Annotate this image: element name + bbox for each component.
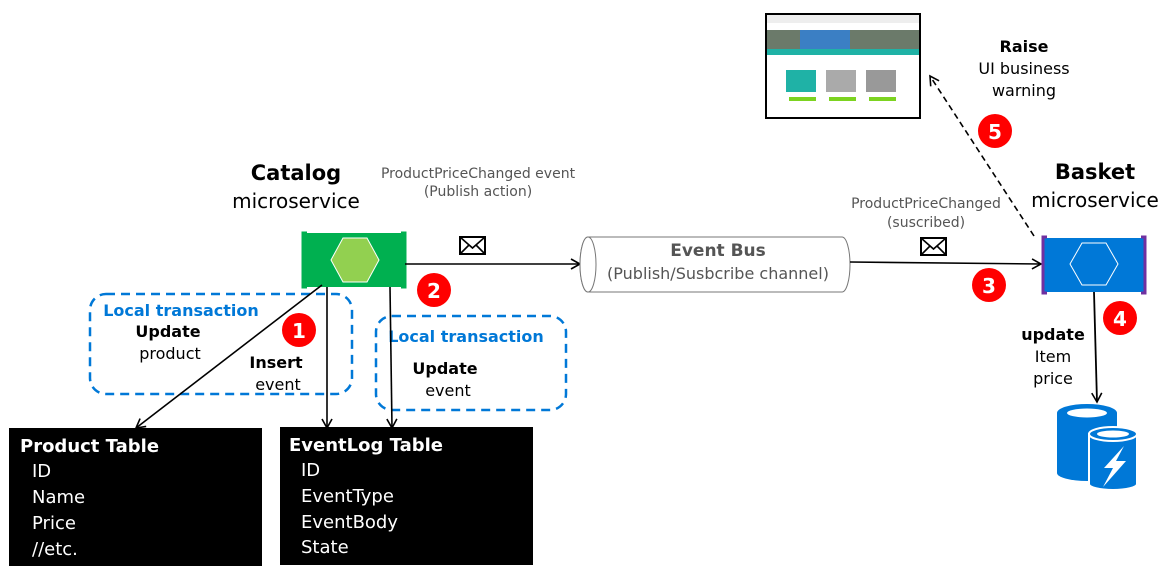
update-product-object: product	[139, 344, 201, 363]
eventlog-table: EventLog Table ID EventType EventBody St…	[280, 427, 533, 565]
publish-action-label: (Publish action)	[424, 184, 532, 200]
product-table: Product Table ID Name Price //etc.	[9, 428, 262, 566]
eventlog-table-field: ID	[301, 460, 320, 481]
basket-update-line2: Item	[1035, 347, 1071, 366]
update-product-action: Update	[135, 322, 200, 341]
svg-text:5: 5	[988, 120, 1002, 144]
subscribe-event-label: ProductPriceChanged	[851, 196, 1001, 212]
local-transaction-box	[374, 314, 568, 412]
basket-update-action: update	[1021, 325, 1085, 344]
catalog-subtitle: microservice	[232, 189, 360, 213]
basket-title: Basket	[1055, 160, 1135, 184]
eventlog-table-field: EventType	[301, 486, 394, 507]
step-badge-2: 2	[417, 273, 451, 307]
step-badge-3: 3	[972, 268, 1006, 302]
event-bus-cylinder	[579, 236, 851, 293]
storefront-screenshot	[765, 13, 921, 119]
subscribe-arrow	[849, 258, 1043, 270]
product-table-field: ID	[32, 461, 51, 482]
event-bus-title: Event Bus	[670, 241, 766, 261]
svg-text:3: 3	[982, 274, 996, 298]
redis-cache-database-icon	[1057, 404, 1138, 491]
local-transaction-title: Local transaction	[388, 327, 544, 346]
update-event-action: Update	[412, 359, 477, 378]
product-table-title: Product Table	[20, 436, 159, 457]
local-transaction-box	[88, 292, 354, 396]
product-table-field: //etc.	[32, 539, 78, 560]
eventlog-table-field: EventBody	[301, 512, 398, 533]
basket-subtitle: microservice	[1031, 188, 1159, 212]
basket-microservice-icon	[1041, 235, 1147, 295]
product-table-field: Price	[32, 513, 76, 534]
insert-event-action: Insert	[249, 353, 303, 372]
step-badge-5: 5	[978, 114, 1012, 148]
svg-text:1: 1	[292, 319, 306, 343]
envelope-icon	[920, 237, 947, 256]
svg-text:2: 2	[427, 279, 441, 303]
update-price-arrow	[1091, 291, 1103, 404]
step-badge-4: 4	[1103, 301, 1137, 335]
svg-text:4: 4	[1113, 307, 1127, 331]
catalog-microservice-icon	[301, 231, 407, 289]
raise-label: Raise	[1000, 37, 1049, 56]
update-product-arrow	[134, 284, 323, 430]
basket-update-line3: price	[1033, 369, 1073, 388]
insert-event-object: event	[255, 375, 301, 394]
raise-line3: warning	[992, 81, 1056, 100]
update-event-arrow	[386, 286, 398, 430]
warning-arrow	[929, 74, 1035, 237]
catalog-title: Catalog	[251, 161, 341, 185]
raise-line2: UI business	[978, 59, 1069, 78]
publish-event-label: ProductPriceChanged event	[381, 166, 576, 182]
eventlog-table-title: EventLog Table	[289, 435, 443, 456]
event-bus-subtitle: (Publish/Susbcribe channel)	[607, 264, 829, 283]
eventlog-table-field: State	[301, 537, 349, 558]
update-event-object: event	[425, 381, 471, 400]
product-table-field: Name	[32, 487, 85, 508]
envelope-icon	[459, 236, 486, 255]
subscribe-action-label: (suscribed)	[887, 215, 965, 231]
step-badge-1: 1	[282, 313, 316, 347]
local-transaction-title: Local transaction	[103, 301, 259, 320]
